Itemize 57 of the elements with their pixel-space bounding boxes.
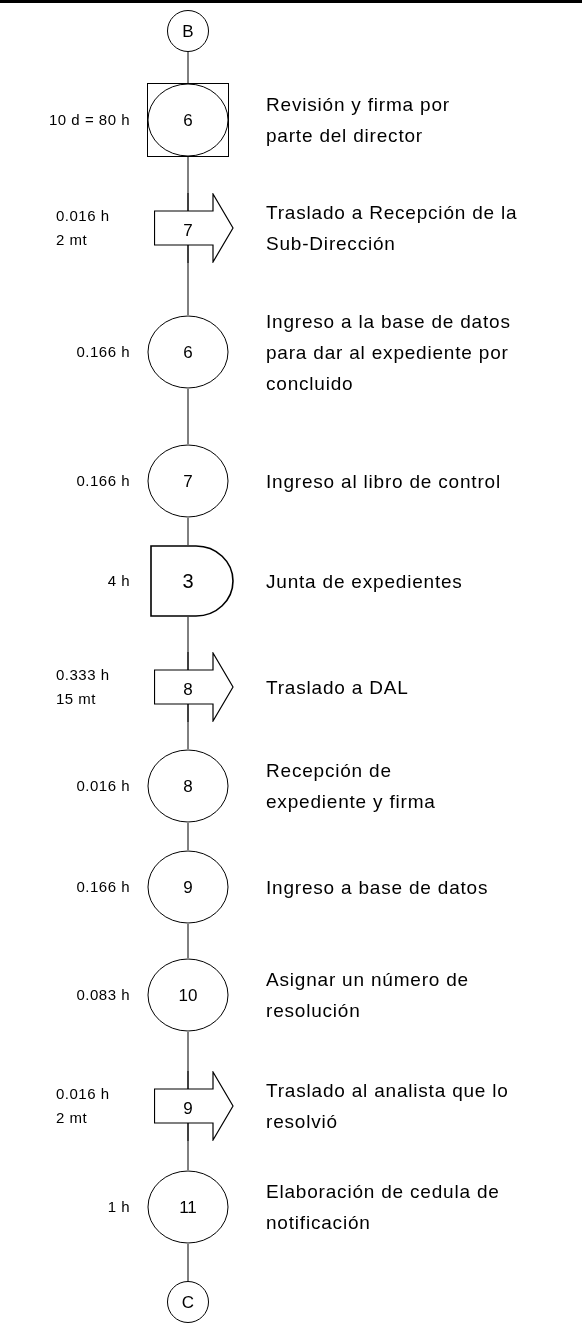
time-label: 10 d = 80 h	[49, 110, 130, 130]
step-number: 8	[183, 680, 193, 698]
time-label: 0.333 h	[56, 665, 110, 685]
time-label: 2 mt	[56, 230, 88, 250]
time-label: 4 h	[107, 571, 130, 591]
step-description: Ingreso a base de datos	[266, 875, 489, 900]
step-number: 8	[183, 777, 193, 795]
time-label: 2 mt	[56, 1108, 88, 1128]
delay-symbol	[150, 545, 234, 617]
time-label: 0.166 h	[76, 877, 130, 897]
operation-circle	[147, 850, 229, 924]
connector-line	[187, 822, 189, 851]
step-number: 9	[183, 1099, 193, 1117]
operation-circle	[147, 749, 229, 823]
operation-circle	[147, 444, 229, 518]
time-label: 0.166 h	[76, 342, 130, 362]
step-number: 6	[183, 343, 193, 361]
time-label: 0.016 h	[76, 776, 130, 796]
time-label: 0.016 h	[56, 206, 110, 226]
step-description: Asignar un número de resolución	[266, 968, 470, 1023]
step-number: B	[182, 22, 194, 40]
connector-line	[187, 51, 189, 84]
step-description: Ingreso a la base de datos para dar al expediente por concluido	[266, 309, 512, 396]
connector-line	[187, 923, 189, 959]
operation-circle	[147, 1170, 229, 1244]
time-label: 15 mt	[56, 689, 96, 709]
connector-line	[187, 517, 189, 546]
step-description: Traslado al analista que lo resolvió	[266, 1079, 510, 1134]
transport-symbol	[154, 652, 234, 722]
step-number: 6	[183, 111, 193, 129]
step-number: C	[181, 1293, 195, 1311]
combined-operation-symbol	[147, 83, 229, 157]
time-label: 0.166 h	[76, 471, 130, 491]
step-description: Recepción de expediente y firma	[266, 759, 437, 814]
transport-symbol	[154, 193, 234, 263]
time-label: 1 h	[107, 1197, 130, 1217]
operation-circle	[147, 315, 229, 389]
step-description: Ingreso al libro de control	[266, 469, 501, 494]
connector-circle	[167, 1281, 209, 1323]
step-description: Traslado a Recepción de la Sub-Dirección	[266, 201, 519, 256]
step-number: 11	[179, 1198, 197, 1216]
transport-symbol	[154, 1071, 234, 1141]
operation-circle	[147, 958, 229, 1032]
time-label: 0.016 h	[56, 1084, 110, 1104]
step-number: 7	[183, 221, 193, 239]
step-description: Junta de expedientes	[266, 569, 463, 594]
step-number: 9	[183, 878, 193, 896]
step-description: Elaboración de cedula de notificación	[266, 1180, 501, 1235]
step-number: 10	[178, 986, 198, 1004]
connector-circle	[167, 10, 209, 52]
step-number: 3	[182, 571, 194, 591]
step-description: Traslado a DAL	[266, 675, 409, 700]
connector-line	[187, 1243, 189, 1282]
step-description: Revisión y firma por parte del director	[266, 93, 451, 148]
step-number: 7	[183, 472, 193, 490]
connector-line	[187, 388, 189, 445]
time-label: 0.083 h	[76, 985, 130, 1005]
